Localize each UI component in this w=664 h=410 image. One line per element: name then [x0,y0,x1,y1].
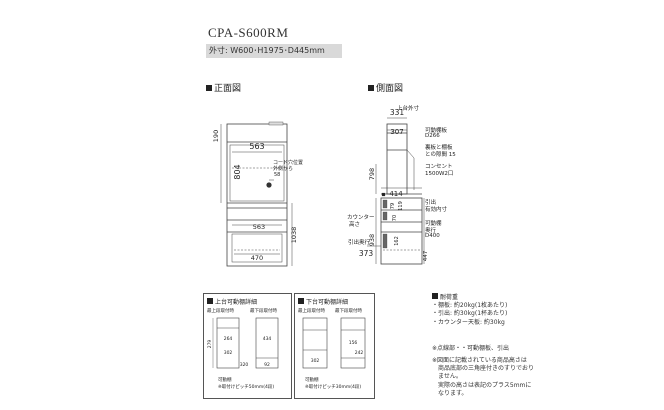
notes-block: 耐荷重 ・棚板: 約20kg(1枚あたり) ・引出: 約30kg(1杯あたり) … [432,293,572,398]
lower-shelf-panel: 下台可動棚詳細 最上段取付時 最下段取付時 156 242 302 可動棚 ※取… [294,293,375,399]
side-lower-outline [380,197,423,265]
note-line: ません。 [432,373,462,381]
drawer-label: 引出 [425,200,437,206]
front-view-heading: 正面図 [206,81,241,94]
side-inner-depth: 307 [390,128,403,136]
note-line: ※図面に記載されている商品高さは [432,357,527,365]
upper-col2: 最下段取付時 [250,309,277,314]
shelf2-depth-label: 奥行 [425,228,437,234]
upper-shelf-panel-title: 上台可動棚詳細 [207,297,257,306]
cord-hole-label: コード穴位置 [273,159,303,166]
side-lower-total: 447 [423,250,429,261]
front-view-drawing: 190 563 804 563 1038 470 コード穴位置 外側から 58 [212,121,303,267]
lower-shelf-drawing: 156 242 302 [302,317,366,369]
upper-foot-note: ※取付けピッチ50mm(4段) [218,385,275,390]
upper-dim-d: 92 [264,362,270,368]
note-line: なります。 [432,389,468,397]
load-item: ・カウンター天板: 約30kg [432,318,505,326]
upper-dim-e: 320 [240,362,249,368]
upper-dim-b: 434 [263,336,272,342]
upper-dim-c: 302 [224,350,233,356]
load-item: ・棚板: 約20kg(1枚あたり) [432,302,508,310]
cord-hole-value: 58 [274,172,280,178]
back-gap-label-1: 裏板と棚板 [425,145,453,151]
front-upper-width: 563 [249,142,264,151]
front-lower-inner-width: 563 [253,223,265,231]
lower-dim-b: 242 [355,350,364,356]
cord-hole-side: 外側から [273,165,293,172]
side-view-heading: 側面図 [368,81,403,94]
drawer-dim-1: 79 [390,203,396,209]
shelf-depth: D266 [425,133,440,139]
upper-dim-a: 264 [224,336,233,342]
outer-dimensions-bar: 外寸: W600･H1975･D445mm [206,44,342,58]
upper-foot-label: 可動棚 [218,378,232,383]
front-top-height: 190 [212,130,220,142]
shelf-label: 可動棚板 [425,128,448,134]
upper-shelf-drawing: 279 264 434 302 92 320 [207,317,279,369]
top-depth-label: 上台外寸 [397,106,420,112]
load-heading: 耐荷重 [432,293,572,302]
model-title: CPA-S600RM [208,25,289,40]
side-upper-height: 798 [368,168,376,180]
shelf2-label: 可動棚 [425,221,442,227]
drawer-dim-3: 70 [392,215,398,221]
drawer-dim-2: 119 [398,201,404,211]
counter-height-label: 高さ [349,222,361,228]
lower-dim-c: 302 [311,358,320,364]
front-base-width: 470 [251,254,263,262]
drawer-depth: 373 [359,249,374,258]
drawer-depth-label: 引出奥行 [348,240,371,246]
counter-label: カウンター [347,215,375,221]
side-lower-height: 938 [368,234,376,246]
note-line: 商品底部の三角座付きのすりでおり [432,365,535,373]
lower-col2: 最下段取付時 [335,309,362,314]
mark-note: ※点線部・・可動棚板、引出 [432,344,510,352]
lower-foot-label: 可動棚 [305,378,319,383]
shelf2-depth: D400 [425,233,440,239]
side-top-depth: 331 [390,108,405,117]
front-lower-height: 1038 [290,227,298,244]
note-line: 実際の高さは表記のプラス5mmに [432,381,532,389]
lower-foot-note: ※取付けピッチ30mm(4段) [305,385,362,390]
drawer-dim-4: 162 [394,236,400,246]
drawer-inner-label: 有効内寸 [425,207,448,213]
outer-dimensions-text: 外寸: W600･H1975･D445mm [209,46,325,55]
front-upper-height: 804 [233,164,242,179]
upper-dim-left: 279 [207,340,213,349]
front-outline [226,123,288,267]
lower-shelf-panel-title: 下台可動棚詳細 [298,297,348,306]
load-item: ・引出: 約30kg(1杯あたり) [432,310,508,318]
lower-col1: 最上段取付時 [298,309,325,314]
outlet-label: コンセント [425,164,453,170]
outlet-spec: 1500W2口 [425,171,454,177]
lower-dim-a: 156 [349,340,358,346]
upper-shelf-panel: 上台可動棚詳細 最上段取付時 最下段取付時 279 264 434 302 92… [203,293,292,399]
upper-col1: 最上段取付時 [207,309,234,314]
back-gap-line: との隙間 15 [425,152,456,158]
side-counter-depth: 414 [389,190,403,198]
side-view-drawing: 331 307 798 414 938 447 373 79 119 70 16… [359,108,429,265]
cord-hole-icon [266,182,272,188]
